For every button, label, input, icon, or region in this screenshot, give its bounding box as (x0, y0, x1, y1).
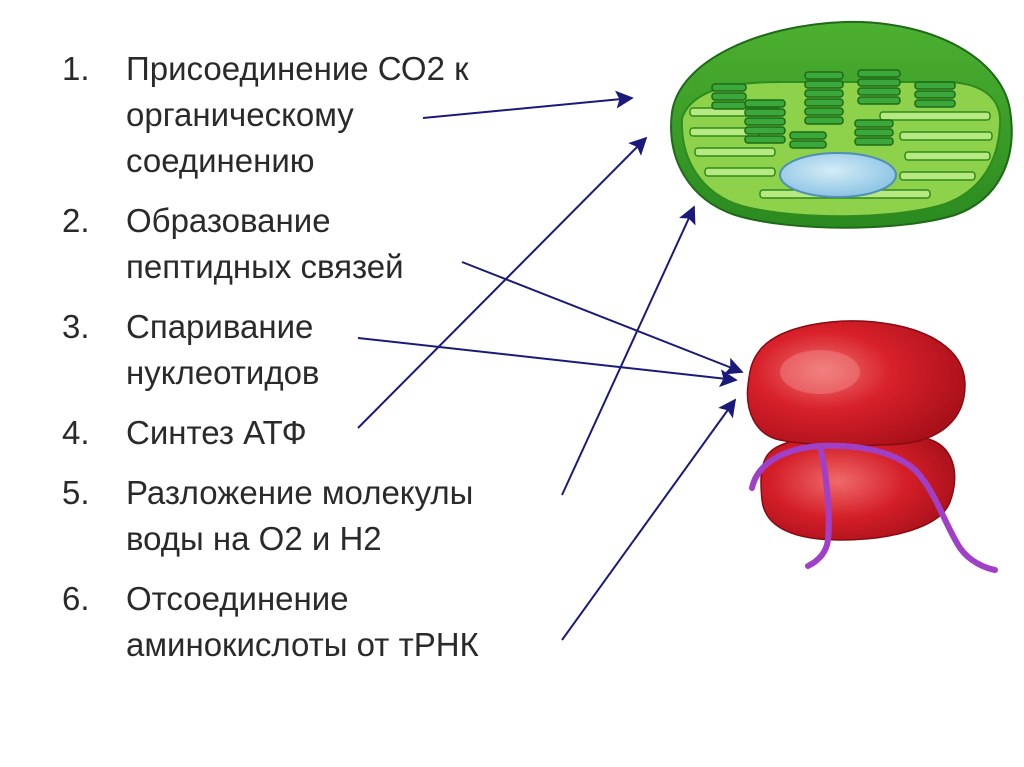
arrow-5-to-chloroplast (561, 205, 696, 496)
list-text: Спаривание нуклеотидов (126, 304, 319, 396)
list-text: Присоединение СО2 к органическому соедин… (126, 46, 469, 184)
list-line: органическому (126, 96, 354, 133)
chloroplast-illustration (670, 20, 1013, 229)
list-line: Образование (126, 202, 331, 239)
arrow-4-to-chloroplast (357, 136, 648, 429)
arrow-2-to-ribosome (461, 261, 744, 375)
mrna-ribbon-tail (805, 443, 832, 569)
grana-stacks (711, 69, 956, 149)
ribosome-large-subunit (746, 320, 966, 447)
arrows (357, 90, 744, 641)
arrow-3-to-ribosome (357, 337, 738, 388)
stroma-lamellae (689, 107, 993, 199)
list-line: Спаривание (126, 308, 314, 345)
list-text: Синтез АТФ (126, 410, 307, 456)
list-line: Разложение молекулы (126, 474, 474, 511)
list-text: Образование пептидных связей (126, 198, 404, 290)
list-number: 1. (62, 50, 90, 87)
ribosome-highlight (780, 350, 860, 394)
list-line: воды на О2 и Н2 (126, 520, 382, 557)
list-number: 6. (62, 580, 90, 617)
list-number: 2. (62, 202, 90, 239)
list-text: Отсоединение аминокислоты от тРНК (126, 576, 479, 668)
list-number: 4. (62, 414, 90, 451)
list-number: 3. (62, 308, 90, 345)
mrna-ribbon (749, 442, 998, 573)
list-line: соединению (126, 142, 315, 179)
arrow-1-to-chloroplast (422, 90, 634, 119)
list-line: Присоединение СО2 к (126, 50, 469, 87)
pyrenoid (779, 152, 897, 198)
list-line: аминокислоты от тРНК (126, 626, 479, 663)
list-line: нуклеотидов (126, 354, 320, 391)
arrow-6-to-ribosome (561, 398, 737, 641)
ribosome-illustration (746, 320, 998, 573)
list-line: Синтез АТФ (126, 414, 307, 451)
list-line: пептидных связей (126, 248, 404, 285)
list-text: Разложение молекулы воды на О2 и Н2 (126, 470, 473, 562)
list-number: 5. (62, 474, 90, 511)
list-line: Отсоединение (126, 580, 349, 617)
